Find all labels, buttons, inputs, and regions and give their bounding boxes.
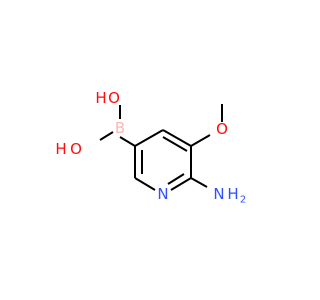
ring-n-label: N	[157, 185, 168, 203]
bond-c6-n1	[170, 177, 192, 191]
oh-top-o-label: O	[108, 89, 120, 107]
amine-subscript-2: 2	[240, 195, 246, 206]
oh-top-h-label: H	[95, 89, 106, 107]
boron-label: B	[115, 119, 125, 137]
bond-c4-c5	[162, 129, 192, 147]
bond-n1-c2	[134, 177, 156, 191]
amine-h-label: H	[227, 185, 238, 203]
oh-left-h-label: H	[55, 140, 66, 158]
bond-b-o-left	[99, 131, 114, 141]
bonds	[99, 104, 223, 191]
chemical-structure: O H H O B O N N H 2	[55, 89, 246, 206]
bond-c6-nh2	[190, 177, 208, 188]
bond-c4-c5-inner	[162, 136, 188, 152]
methoxy-o-label: O	[216, 120, 228, 138]
oh-left-o-label: O	[70, 140, 82, 158]
bond-c6-n1-inner	[167, 173, 185, 185]
bond-c3-b	[119, 136, 136, 147]
bond-c5-o	[190, 134, 211, 147]
bond-c3-c4	[134, 129, 164, 147]
atom-labels: O H H O B O N N H 2	[55, 89, 246, 206]
amine-n-label: N	[213, 185, 224, 203]
